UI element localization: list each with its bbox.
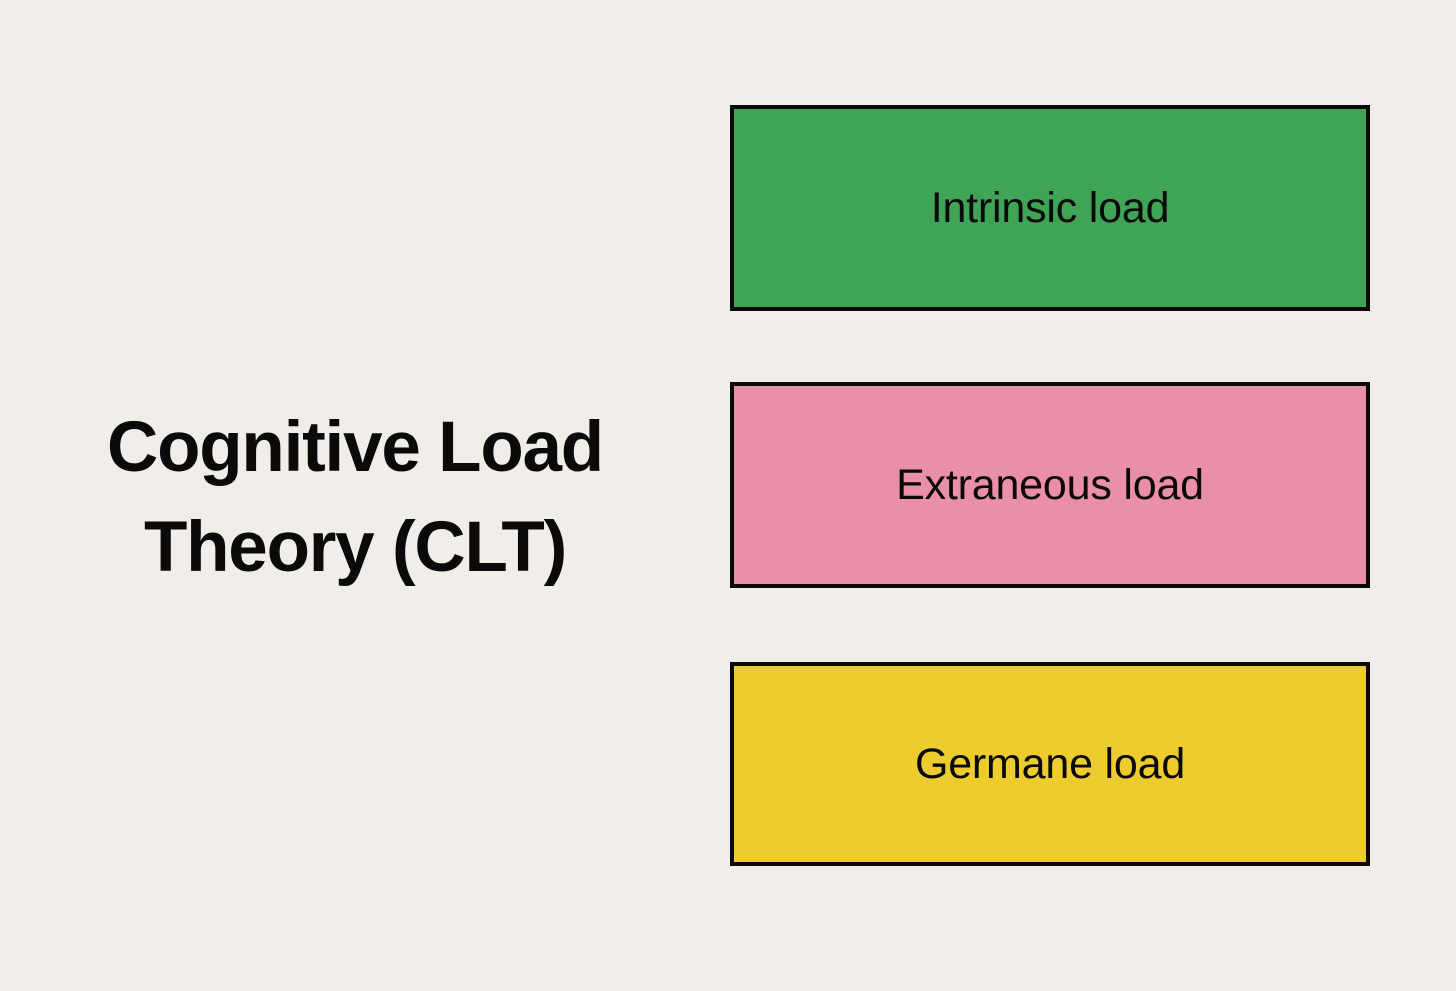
load-box-extraneous: Extraneous load: [730, 382, 1370, 588]
load-box-intrinsic-label: Intrinsic load: [930, 183, 1170, 232]
diagram-title-line-1: Cognitive Load: [107, 408, 604, 487]
load-box-extraneous-label: Extraneous load: [896, 460, 1204, 509]
diagram-title: Cognitive Load Theory (CLT): [30, 398, 680, 598]
diagram-title-line-2: Theory (CLT): [143, 508, 567, 587]
load-box-intrinsic: Intrinsic load: [730, 105, 1370, 311]
load-box-germane-label: Germane load: [914, 739, 1186, 788]
load-box-germane: Germane load: [730, 662, 1370, 866]
